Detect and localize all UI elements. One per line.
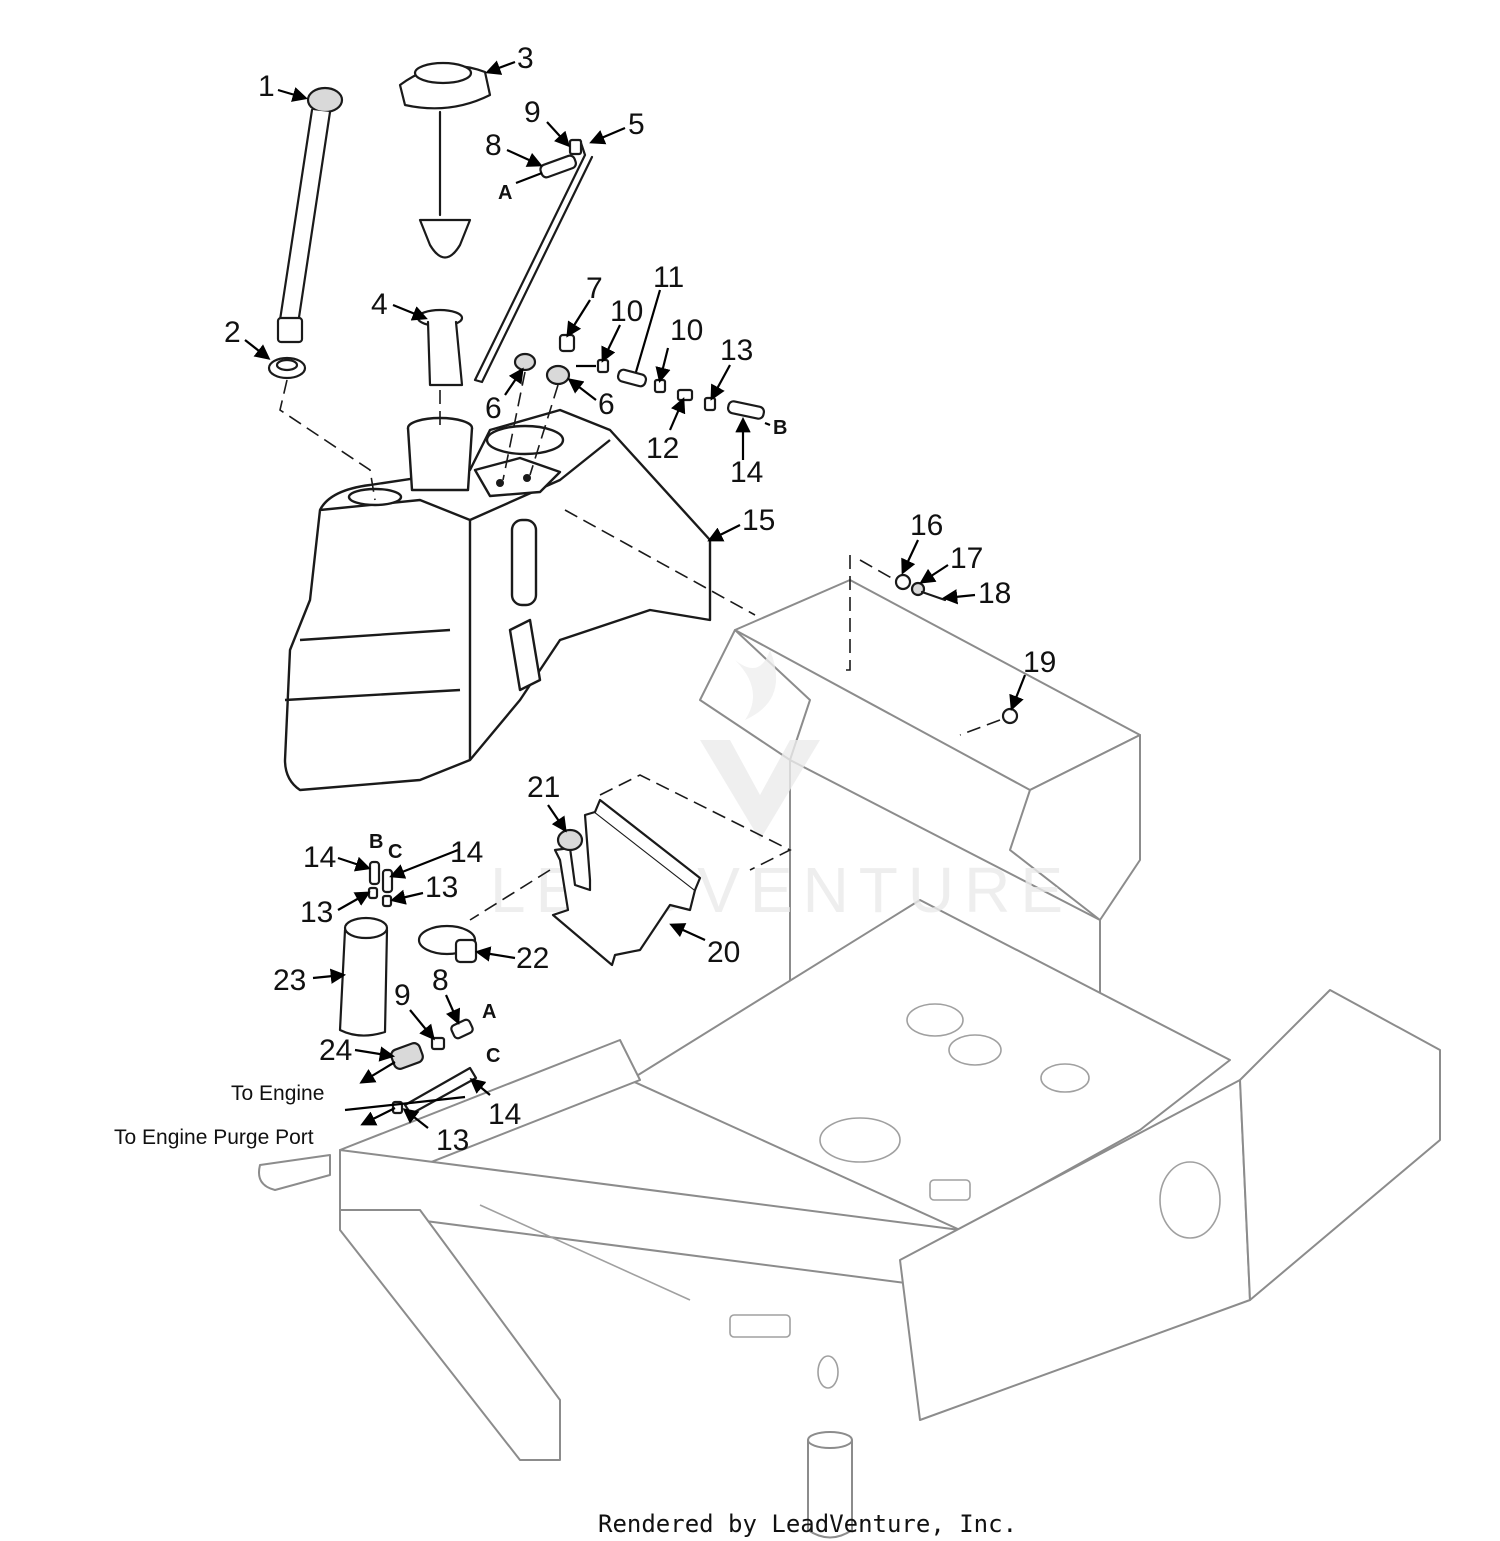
callout-13a: 13 — [720, 334, 753, 367]
callout-14a: 14 — [730, 456, 763, 489]
callout-17: 17 — [950, 542, 983, 575]
callout-5: 5 — [628, 108, 645, 141]
callout-leaders — [244, 60, 1027, 1129]
letter-c-bottom: C — [486, 1045, 500, 1067]
to-engine-note: To Engine — [231, 1082, 324, 1105]
callout-14d: 14 — [488, 1098, 521, 1131]
callout-15: 15 — [742, 504, 775, 537]
callout-18: 18 — [978, 577, 1011, 610]
render-credit: Rendered by LeadVenture, Inc. — [598, 1510, 1017, 1538]
callout-8b: 8 — [432, 964, 449, 997]
letter-a-bottom: A — [482, 1001, 496, 1023]
letter-c-filter: C — [388, 841, 402, 863]
to-engine-purge-note: To Engine Purge Port — [114, 1126, 314, 1149]
callout-13c: 13 — [300, 896, 333, 929]
letter-a-top: A — [498, 182, 512, 204]
callout-19: 19 — [1023, 646, 1056, 679]
callout-23: 23 — [273, 964, 306, 997]
connection-letters: A B B C A C — [369, 182, 787, 1067]
callout-14c: 14 — [450, 836, 483, 869]
callout-12: 12 — [646, 432, 679, 465]
callout-1: 1 — [258, 70, 275, 103]
fuel-tank — [283, 408, 712, 792]
callout-16: 16 — [910, 509, 943, 542]
callout-11: 11 — [653, 261, 684, 294]
callout-2: 2 — [224, 316, 241, 349]
callout-9a: 9 — [524, 96, 541, 129]
letter-b-right: B — [773, 417, 787, 439]
callout-20: 20 — [707, 936, 740, 969]
assembly-lines — [279, 371, 1001, 921]
filter-bracket — [551, 798, 702, 967]
small-parts — [267, 61, 1019, 1116]
callout-numbers: 1 2 3 4 5 6 6 7 8 8 9 9 10 10 11 12 13 1… — [224, 42, 1056, 1157]
callout-13b: 13 — [425, 871, 458, 904]
callout-13d: 13 — [436, 1124, 469, 1157]
callout-3: 3 — [517, 42, 534, 75]
callout-4: 4 — [371, 288, 388, 321]
callout-24: 24 — [319, 1034, 352, 1067]
callout-10b: 10 — [670, 314, 703, 347]
letter-b-filter: B — [369, 831, 383, 853]
callout-10a: 10 — [610, 295, 643, 328]
callout-9b: 9 — [394, 979, 411, 1012]
callout-6b: 6 — [598, 388, 615, 421]
callout-21: 21 — [527, 771, 560, 804]
callout-22: 22 — [516, 942, 549, 975]
callout-7: 7 — [586, 272, 603, 305]
callout-14b: 14 — [303, 841, 336, 874]
mower-frame — [258, 579, 1441, 1539]
callout-6a: 6 — [485, 392, 502, 425]
callout-8a: 8 — [485, 129, 502, 162]
